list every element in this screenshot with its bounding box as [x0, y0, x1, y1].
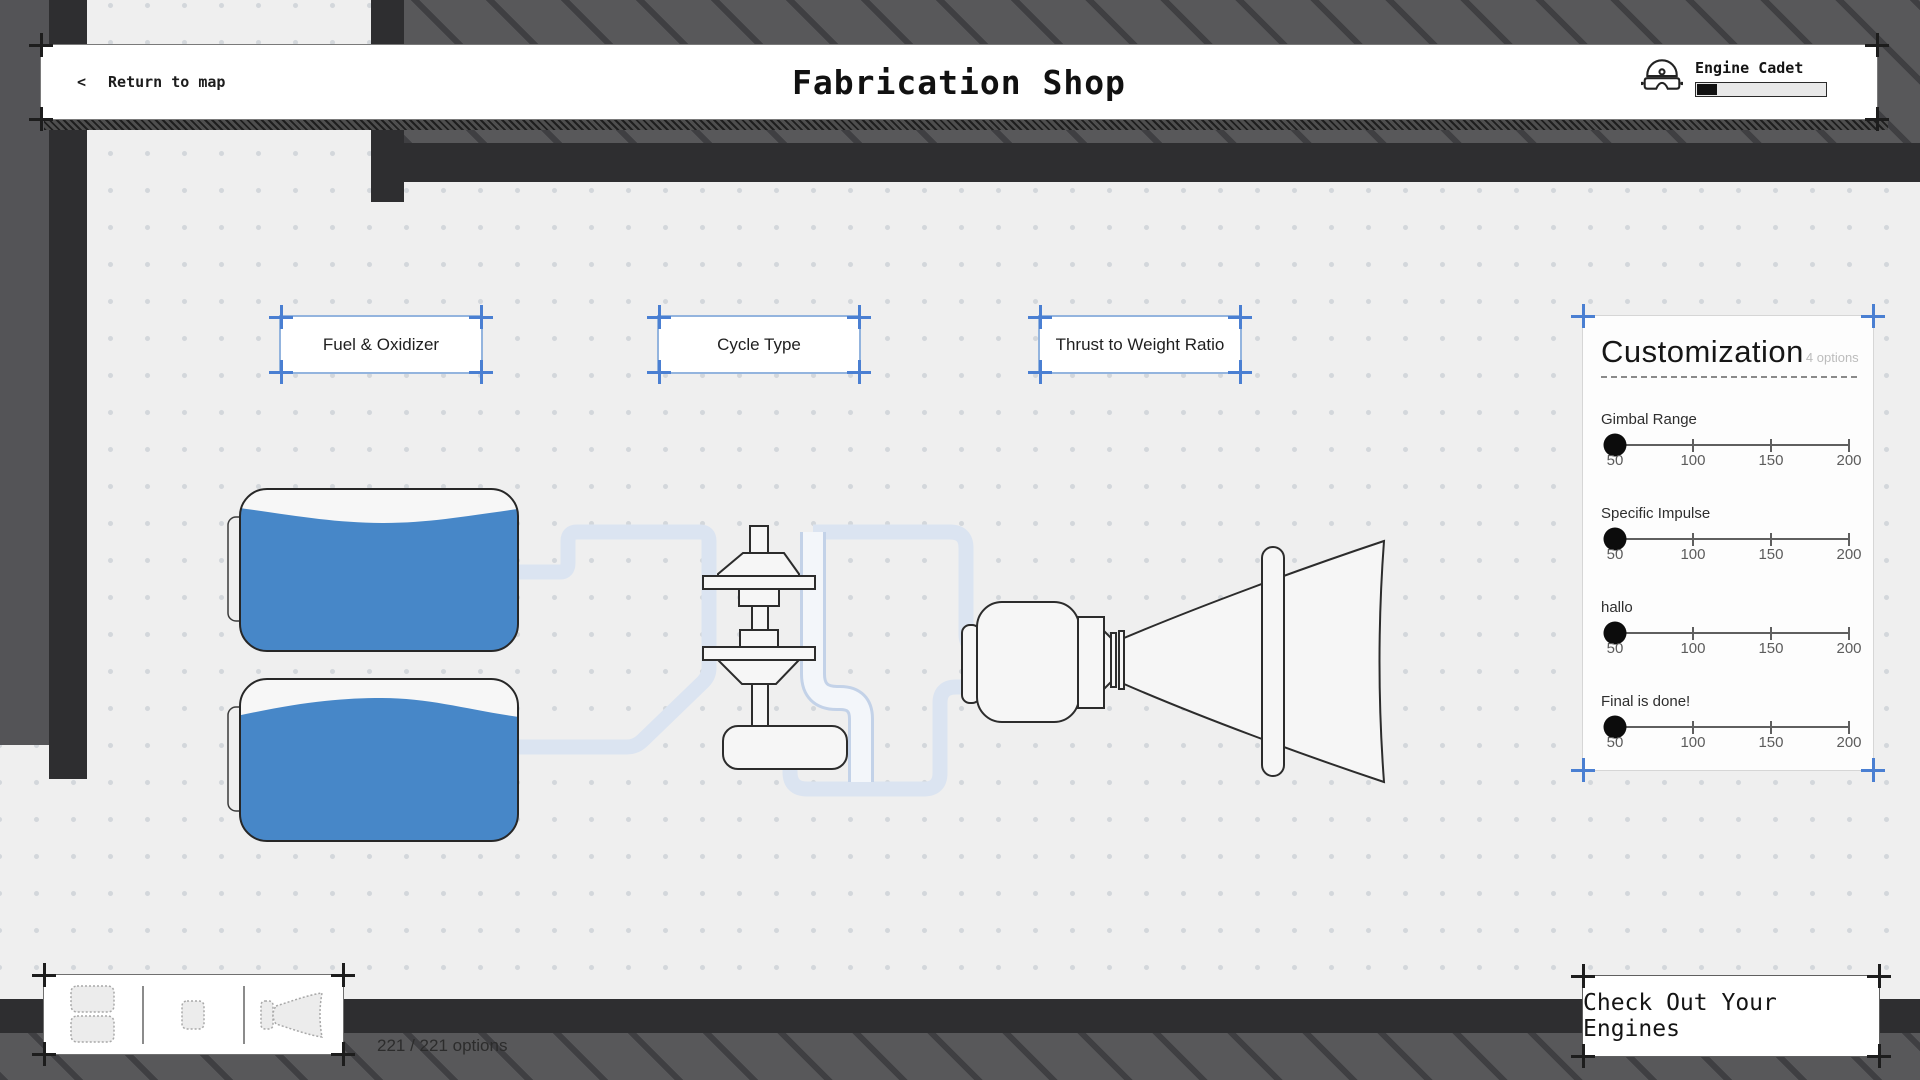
tick-mark [1848, 721, 1850, 734]
tick-mark [1769, 721, 1772, 734]
back-label: Return to map [108, 73, 226, 91]
slider-group-specific-impulse: Specific Impulse 50 100 150 200 [1601, 505, 1862, 569]
toolbar-item-tanks[interactable] [44, 975, 142, 1054]
slider-group-gimbal-range: Gimbal Range 50 100 150 200 [1601, 411, 1862, 475]
engine-nozzle[interactable] [961, 539, 1386, 784]
tick-mark [1848, 627, 1850, 640]
turbopump-assembly[interactable] [702, 525, 848, 770]
slider-label: Final is done! [1601, 693, 1691, 710]
tick-mark [1848, 439, 1850, 452]
tick-mark [1691, 627, 1694, 640]
tick-mark [1769, 533, 1772, 546]
slider-handle[interactable] [1603, 621, 1627, 645]
panel-options-count: 4 options [1805, 350, 1859, 365]
stage-box-fuel-oxidizer[interactable]: Fuel & Oxidizer [269, 305, 493, 384]
tick-label: 50 [1606, 452, 1624, 469]
tick-label: 150 [1758, 546, 1784, 563]
panel-divider [1601, 376, 1857, 378]
tick-label: 200 [1836, 734, 1862, 751]
tick-label: 50 [1606, 640, 1624, 657]
tick-mark [1691, 439, 1694, 452]
rank-display: Engine Cadet [1641, 59, 1827, 97]
tick-mark [1848, 533, 1850, 546]
slider-group-hallo: hallo 50 100 150 200 [1601, 599, 1862, 663]
tick-label: 100 [1680, 640, 1706, 657]
tick-label: 50 [1606, 546, 1624, 563]
slider-handle[interactable] [1603, 527, 1627, 551]
slider-handle[interactable] [1603, 433, 1627, 457]
slider-handle[interactable] [1603, 715, 1627, 739]
check-out-engines-label: Check Out Your Engines [1583, 990, 1777, 1042]
slider-label: Gimbal Range [1601, 411, 1697, 428]
header-bar: < Return to map Fabrication Shop Engine … [29, 33, 1889, 131]
tick-label: 100 [1680, 546, 1706, 563]
hallo-slider[interactable] [1603, 621, 1850, 645]
toolbar-item-nozzle[interactable] [245, 975, 343, 1054]
options-counter: 221 / 221 options [377, 1036, 508, 1055]
oxidizer-tank[interactable] [232, 678, 526, 850]
tick-label: 150 [1758, 452, 1784, 469]
final-slider[interactable] [1603, 715, 1850, 739]
check-out-engines-button[interactable]: Check Out Your Engines [1571, 964, 1891, 1068]
fuel-tank[interactable] [232, 488, 526, 660]
rank-progress-fill [1697, 84, 1718, 95]
toolbar-divider [242, 985, 245, 1044]
tick-label: 150 [1758, 640, 1784, 657]
stage-box-label: Thrust to Weight Ratio [1055, 334, 1225, 354]
toolbar-item-pump[interactable] [144, 975, 242, 1054]
slider-label: Specific Impulse [1601, 505, 1711, 522]
back-chevron-icon: < [77, 73, 87, 91]
tick-mark [1769, 439, 1772, 452]
nozzle-icon [260, 991, 323, 1038]
tick-mark [1691, 721, 1694, 734]
stage-box-cycle-type[interactable]: Cycle Type [647, 305, 871, 384]
gimbal-range-slider[interactable] [1603, 433, 1850, 457]
tick-label: 50 [1606, 734, 1624, 751]
pump-icon [181, 999, 206, 1030]
specific-impulse-slider[interactable] [1603, 527, 1850, 551]
stage-box-label: Fuel & Oxidizer [322, 334, 440, 354]
tick-mark [1769, 627, 1772, 640]
stage-box-thrust-weight[interactable]: Thrust to Weight Ratio [1028, 305, 1252, 384]
page-title: Fabrication Shop [792, 62, 1126, 102]
tanks-icon [70, 985, 115, 1043]
tick-label: 200 [1836, 640, 1862, 657]
tick-label: 200 [1836, 546, 1862, 563]
tick-label: 200 [1836, 452, 1862, 469]
slider-label: hallo [1601, 599, 1633, 616]
parts-toolbar [32, 963, 355, 1066]
tick-mark [1691, 533, 1694, 546]
slider-group-final: Final is done! 50 100 150 200 [1601, 693, 1862, 757]
header-shadow [44, 120, 1888, 130]
rank-progress-bar [1695, 82, 1827, 97]
welding-goggles-icon [1641, 59, 1683, 90]
tick-label: 150 [1758, 734, 1784, 751]
tick-label: 100 [1680, 452, 1706, 469]
panel-title: Customization [1601, 334, 1804, 369]
rank-label: Engine Cadet [1695, 59, 1804, 77]
customization-panel: Customization 4 options Gimbal Range 50 … [1571, 304, 1885, 782]
toolbar-divider [142, 985, 145, 1044]
top-wall-band [371, 143, 1920, 182]
stage-box-label: Cycle Type [717, 334, 801, 354]
return-to-map-button[interactable]: < Return to map [77, 45, 225, 119]
tick-label: 100 [1680, 734, 1706, 751]
